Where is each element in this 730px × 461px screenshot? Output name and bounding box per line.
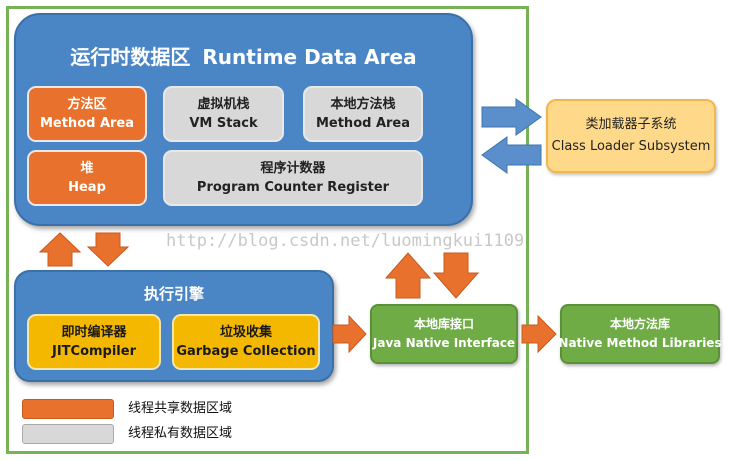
- native-interface-cn: 本地库接口: [413, 317, 474, 331]
- legend-label-shared: 线程共享数据区域: [128, 401, 233, 416]
- vm-stack-en: VM Stack: [189, 116, 258, 131]
- class-loader-cn: 类加载器子系统: [585, 117, 677, 132]
- java-native-interface-box: 本地库接口 Java Native Interface: [370, 304, 518, 364]
- class-loader-en: Class Loader Subsystem: [551, 139, 711, 154]
- native-libraries-en: Native Method Libraries: [558, 336, 722, 350]
- native-method-stack-box: 本地方法栈 Method Area: [303, 86, 423, 142]
- native-interface-en: Java Native Interface: [372, 336, 516, 350]
- heap-box: 堆 Heap: [27, 150, 147, 206]
- method-area-en: Method Area: [39, 116, 135, 131]
- vm-stack-box: 虚拟机栈 VM Stack: [163, 86, 284, 142]
- jit-compiler-box: 即时编译器 JITCompiler: [27, 314, 161, 370]
- watermark-text: http://blog.csdn.net/luomingkui1109: [166, 231, 525, 251]
- program-counter-cn: 程序计数器: [260, 161, 326, 176]
- legend-swatch-private: [22, 424, 114, 444]
- vm-stack-cn: 虚拟机栈: [197, 97, 250, 112]
- method-area-box: 方法区 Method Area: [27, 86, 147, 142]
- native-method-stack-en: Method Area: [315, 116, 411, 131]
- jit-compiler-en: JITCompiler: [51, 344, 136, 359]
- program-counter-en: Program Counter Register: [196, 180, 390, 195]
- legend-label-private: 线程私有数据区域: [128, 426, 233, 441]
- method-area-cn: 方法区: [67, 97, 107, 112]
- garbage-collection-cn: 垃圾收集: [219, 325, 272, 340]
- program-counter-box: 程序计数器 Program Counter Register: [163, 150, 423, 206]
- native-method-libraries-box: 本地方法库 Native Method Libraries: [558, 304, 722, 364]
- legend-swatch-shared: [22, 399, 114, 419]
- runtime-data-area-title-en: Runtime Data Area: [202, 45, 417, 69]
- native-libraries-cn: 本地方法库: [609, 317, 670, 331]
- heap-cn: 堆: [80, 161, 94, 176]
- garbage-collection-en: Garbage Collection: [176, 344, 316, 359]
- runtime-data-area-title-cn: 运行时数据区: [70, 45, 191, 69]
- class-loader-subsystem-box: 类加载器子系统 Class Loader Subsystem: [546, 99, 716, 173]
- jit-compiler-cn: 即时编译器: [61, 325, 127, 340]
- heap-en: Heap: [68, 180, 106, 195]
- execution-engine-title: 执行引擎: [143, 285, 204, 303]
- garbage-collection-box: 垃圾收集 Garbage Collection: [172, 314, 320, 370]
- runtime-data-area-title: 运行时数据区 Runtime Data Area: [14, 40, 473, 74]
- native-method-stack-cn: 本地方法栈: [330, 97, 396, 112]
- jvm-frame: [6, 6, 529, 454]
